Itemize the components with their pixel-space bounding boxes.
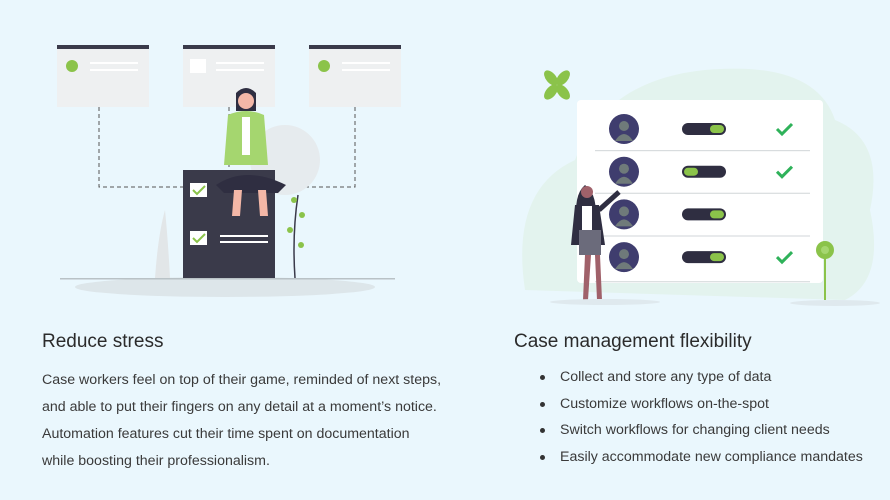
list-item-text: Collect and store any type of data (560, 369, 772, 385)
settings-row (595, 199, 810, 237)
toggle-switch[interactable] (682, 165, 726, 178)
row-divider (595, 235, 810, 237)
person-icon (619, 163, 629, 174)
toggle-knob (710, 125, 724, 133)
card-2 (183, 45, 275, 107)
row-divider (595, 281, 810, 283)
check-icon (775, 165, 794, 179)
row-divider (595, 150, 810, 152)
paragraph-line: while boosting their professionalism. (42, 453, 270, 469)
reduce-stress-illustration (57, 45, 401, 297)
clover-icon (544, 70, 570, 100)
paragraph-line: Automation features cut their time spent… (42, 426, 410, 442)
toggle-switch[interactable] (682, 251, 726, 264)
toggle-knob (710, 210, 724, 219)
list-item: Switch workflows for changing client nee… (514, 417, 863, 444)
feature-list: Collect and store any type of data Custo… (514, 364, 863, 470)
paragraph-line: Case workers feel on top of their game, … (42, 372, 442, 388)
case-management-illustration (522, 68, 880, 306)
list-item-text: Customize workflows on-the-spot (560, 395, 769, 412)
card-1 (57, 45, 149, 107)
settings-row (595, 114, 810, 152)
bullet-icon (540, 375, 545, 380)
toggle-switch[interactable] (682, 123, 726, 135)
toggle-switch[interactable] (682, 208, 726, 221)
check-icon (775, 122, 794, 137)
person-icon (619, 249, 629, 260)
settings-row (595, 156, 810, 194)
case-management-heading: Case management flexibility (514, 331, 752, 352)
settings-card (577, 100, 823, 283)
toggle-knob (710, 253, 724, 262)
bullet-icon (540, 401, 545, 407)
standing-woman-figure (571, 185, 621, 300)
toggle-knob (684, 167, 698, 176)
bullet-icon (540, 428, 545, 433)
check-icon (775, 251, 794, 265)
person-icon (619, 206, 629, 217)
list-item-text: Switch workflows for changing client nee… (560, 422, 830, 438)
bullet-icon (540, 454, 545, 460)
paragraph-line: and able to put their fingers on any det… (42, 399, 437, 415)
list-item: Easily accommodate new compliance mandat… (514, 444, 863, 471)
card-3 (309, 45, 401, 107)
reduce-stress-heading: Reduce stress (42, 331, 164, 352)
row-divider (595, 192, 810, 194)
sitting-woman-figure (216, 88, 286, 216)
person-icon (619, 121, 629, 131)
settings-row (595, 242, 810, 283)
flower-icon (816, 241, 834, 300)
list-item-text: Easily accommodate new compliance mandat… (560, 448, 863, 465)
list-item: Collect and store any type of data (514, 364, 863, 391)
list-item: Customize workflows on-the-spot (514, 391, 863, 418)
reduce-stress-paragraph: Case workers feel on top of their game, … (42, 367, 462, 475)
